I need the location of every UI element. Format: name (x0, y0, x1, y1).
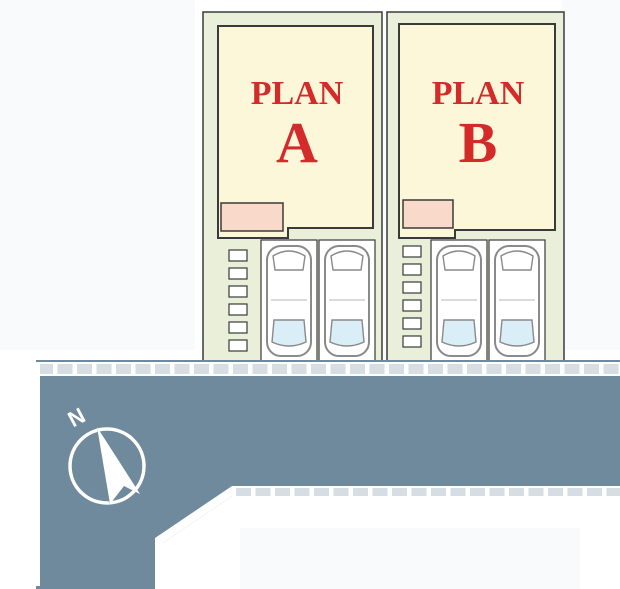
lot-b-house-footprint (398, 23, 556, 239)
lot-a-plan-letter: A (276, 110, 318, 175)
car-icon (436, 245, 482, 357)
road-surface (36, 360, 620, 589)
bottom-curb (232, 486, 620, 498)
car-icon (324, 245, 370, 357)
lot-a-house-footprint (217, 25, 374, 239)
lot-a-stepping-stones (228, 249, 248, 352)
curbs (36, 362, 620, 589)
road (36, 360, 620, 589)
top-curb (36, 362, 620, 376)
parking-bay (318, 239, 376, 363)
lot-a-plan-word: PLAN (251, 75, 344, 112)
parking-bay (430, 239, 488, 363)
lot-b-plan-letter: B (459, 110, 498, 175)
compass-ring (68, 427, 146, 505)
lot-a-entry-porch (220, 202, 284, 232)
car-icon (494, 245, 540, 357)
parking-bay (260, 239, 318, 363)
compass-needle (97, 427, 140, 504)
corner-curb (155, 486, 232, 545)
parking-bays (260, 239, 546, 363)
lot-b-entry-porch (402, 199, 454, 229)
lot-b-stepping-stones (402, 245, 422, 348)
lot-b-plan-word: PLAN (432, 75, 525, 112)
car-icon (266, 245, 312, 357)
parking-bay (488, 239, 546, 363)
